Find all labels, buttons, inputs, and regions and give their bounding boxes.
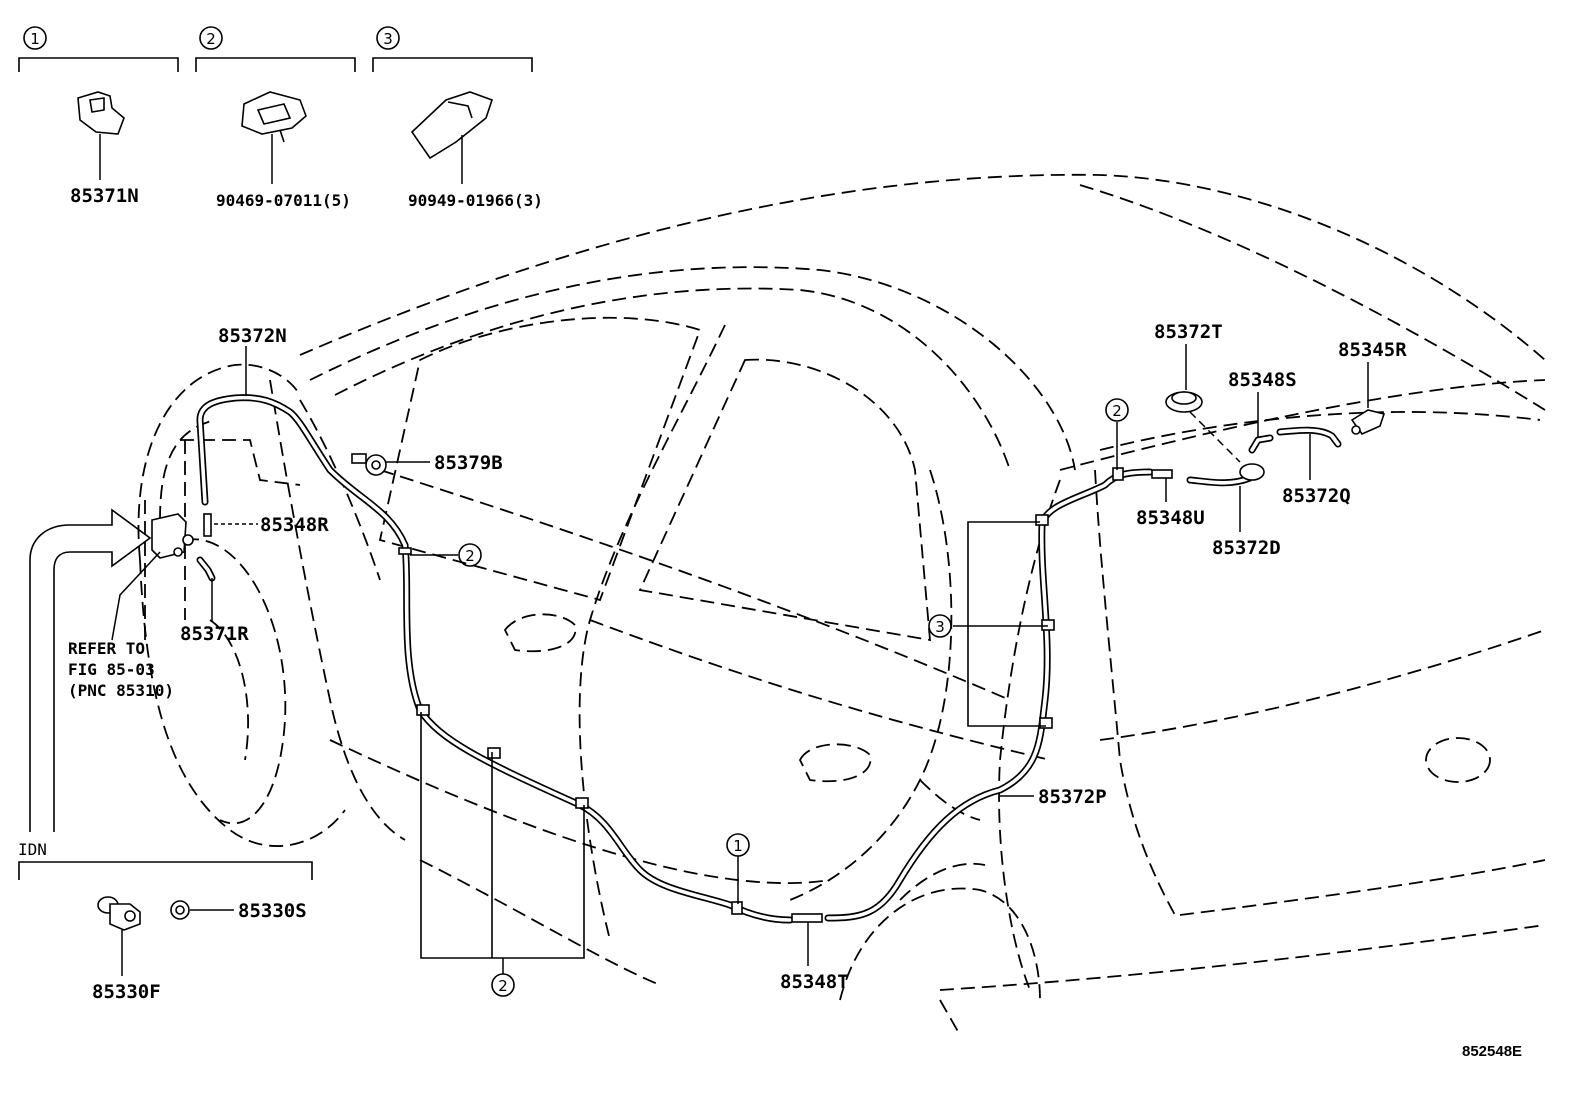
part-85372N-label: 85372N — [218, 325, 287, 347]
marker-3-right: 3 — [935, 618, 945, 636]
washer-hose-rear — [824, 468, 1154, 922]
part-85372D-label: 85372D — [1212, 537, 1281, 559]
ring-85330S-icon — [170, 900, 190, 920]
part-85348U-label: 85348U — [1136, 507, 1205, 529]
marker-2-bottom: 2 — [498, 977, 508, 995]
nozzle-85345R-icon — [1350, 409, 1386, 435]
clip-85371N-icon — [77, 91, 125, 135]
refer-note-line3: (PNC 85310) — [68, 681, 174, 700]
clip-group-1: 1 85371N — [18, 26, 179, 207]
marker-2-top: 2 — [1112, 402, 1122, 420]
clip-group-2: 2 90469-07011(5) — [195, 26, 356, 210]
washer-hose-front — [196, 394, 794, 924]
clip-bracket-rear: 3 — [928, 521, 1048, 727]
part-85372T-label: 85372T — [1154, 321, 1223, 343]
clip-group-3: 3 90949-01966(3) — [372, 26, 543, 210]
idn-label: IDN — [18, 840, 47, 859]
part-85379B-label: 85379B — [434, 452, 503, 474]
clip-85371N-label: 85371N — [70, 185, 139, 207]
hose-clips — [398, 467, 1124, 915]
nozzle-85372D-icon — [1239, 463, 1265, 481]
clip-group-2-marker: 2 — [206, 30, 216, 48]
clip-90469-icon — [241, 91, 307, 143]
part-85348R-label: 85348R — [260, 514, 329, 536]
washer-hose-trunk — [1186, 426, 1342, 487]
marker-2-left: 2 — [465, 547, 475, 565]
clip-90949-icon — [410, 91, 494, 160]
sensor-85330F-icon — [97, 896, 141, 931]
clip-bracket-bottom: 2 — [420, 712, 585, 997]
part-85330F-label: 85330F — [92, 981, 161, 1003]
washer-pump-icon — [151, 513, 216, 582]
marker-1-bottom: 1 — [733, 837, 743, 855]
part-85348S-label: 85348S — [1228, 369, 1297, 391]
refer-note-line2: FIG 85-03 — [68, 660, 155, 679]
grommet-85379B-icon — [351, 453, 387, 476]
clip-group-1-marker: 1 — [30, 30, 40, 48]
clip-90949-label: 90949-01966(3) — [408, 191, 543, 210]
part-85372P-label: 85372P — [1038, 786, 1107, 808]
cap-85372T-icon — [1165, 391, 1203, 413]
car-body-outline — [137, 173, 1546, 1036]
idn-group: IDN 85330F 85330S — [18, 840, 313, 1003]
clip-90469-label: 90469-07011(5) — [216, 191, 351, 210]
refer-note-line1: REFER TO — [68, 639, 145, 658]
part-85372Q-label: 85372Q — [1282, 485, 1351, 507]
part-85330S-label: 85330S — [238, 900, 307, 922]
figure-code: 852548E — [1462, 1043, 1522, 1060]
part-85345R-label: 85345R — [1338, 339, 1407, 361]
part-85348T-label: 85348T — [780, 971, 849, 993]
clip-group-3-marker: 3 — [383, 30, 393, 48]
joint-85348S-icon — [1248, 434, 1274, 454]
joint-85348U-icon — [1151, 469, 1173, 479]
joint-85348T-icon — [791, 913, 823, 923]
part-85371R-label: 85371R — [180, 623, 249, 645]
refer-arrow-icon — [29, 508, 152, 832]
